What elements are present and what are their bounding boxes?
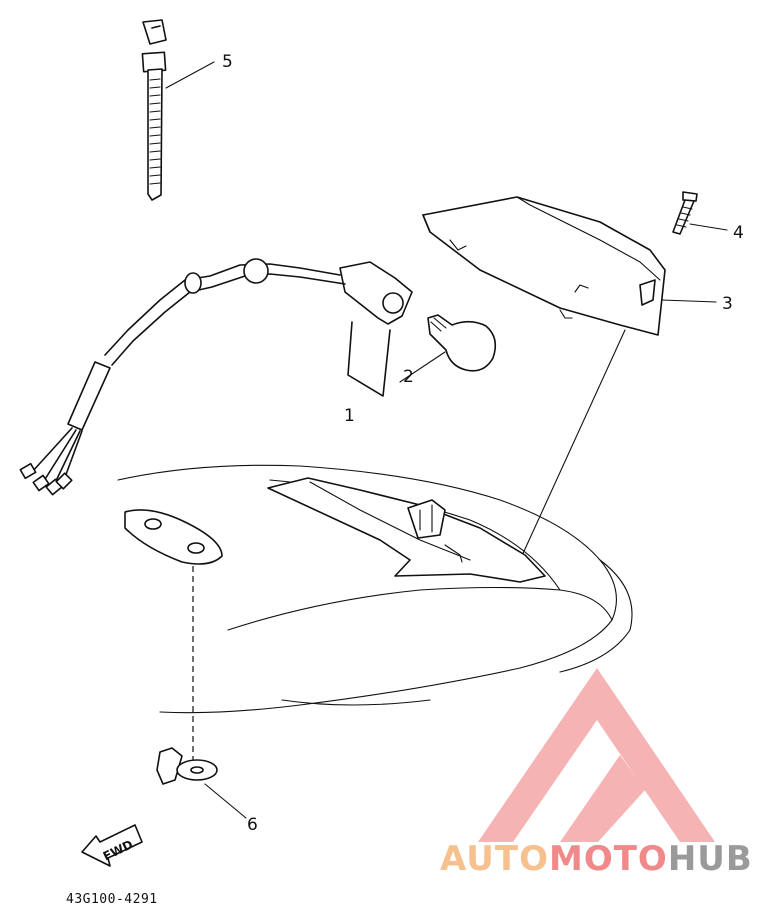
socket-wiring-part-1: [19, 258, 413, 496]
callout-4: 4: [733, 223, 744, 243]
bulb-part-2: [399, 314, 497, 383]
watermark-moto: MOTO: [549, 839, 668, 879]
watermark-hub: HUB: [668, 839, 753, 879]
callout-5: 5: [222, 52, 233, 72]
callout-2: 2: [403, 367, 414, 387]
watermark-text: AUTOMOTOHUB: [440, 839, 753, 879]
lens-cover-part-3: [422, 196, 717, 336]
watermark-auto: AUTO: [440, 839, 549, 879]
watermark-logo: [478, 668, 715, 842]
callout-6: 6: [247, 815, 258, 835]
assembly-leader-line: [519, 329, 626, 561]
cable-tie-part-5: [141, 19, 215, 201]
rear-fender-body: [117, 464, 633, 714]
screw-part-4: [672, 191, 728, 235]
forward-direction-arrow: FWD: [81, 824, 143, 867]
plate-and-nut-part-6: [124, 509, 247, 819]
callout-1: 1: [344, 406, 355, 426]
callout-3: 3: [722, 294, 733, 314]
part-code: 43G100-4291: [66, 892, 158, 907]
